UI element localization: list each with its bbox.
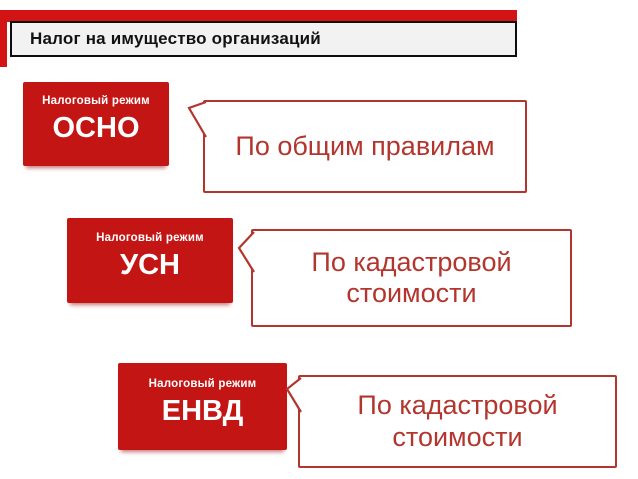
slide-title-box: Налог на имущество организаций [10,21,517,57]
regime-box-caption: Налоговый режим [96,231,204,244]
regime-box-usn: Налоговый режим УСН [67,218,233,303]
header-accent-strip [0,10,7,67]
regime-name-osno: ОСНО [52,112,140,144]
regime-box-envd: Налоговый режим ЕНВД [118,363,287,450]
callout-usn-text: По кадастровой стоимости [311,246,512,308]
callout-osno-text: По общим правилам [235,130,495,161]
regime-name-usn: УСН [120,248,180,281]
callout-envd: По кадастровой стоимости [298,375,617,468]
callout-usn: По кадастровой стоимости [251,229,572,327]
callout-envd-text: По кадастровой стоимости [357,390,558,452]
regime-box-caption: Налоговый режим [42,95,150,107]
regime-name-envd: ЕНВД [161,394,244,427]
header-accent-bar [6,10,517,22]
regime-box-caption: Налоговый режим [148,377,257,390]
slide-title: Налог на имущество организаций [30,29,321,48]
regime-box-osno: Налоговый режим ОСНО [23,82,169,166]
callout-osno: По общим правилам [203,100,527,193]
